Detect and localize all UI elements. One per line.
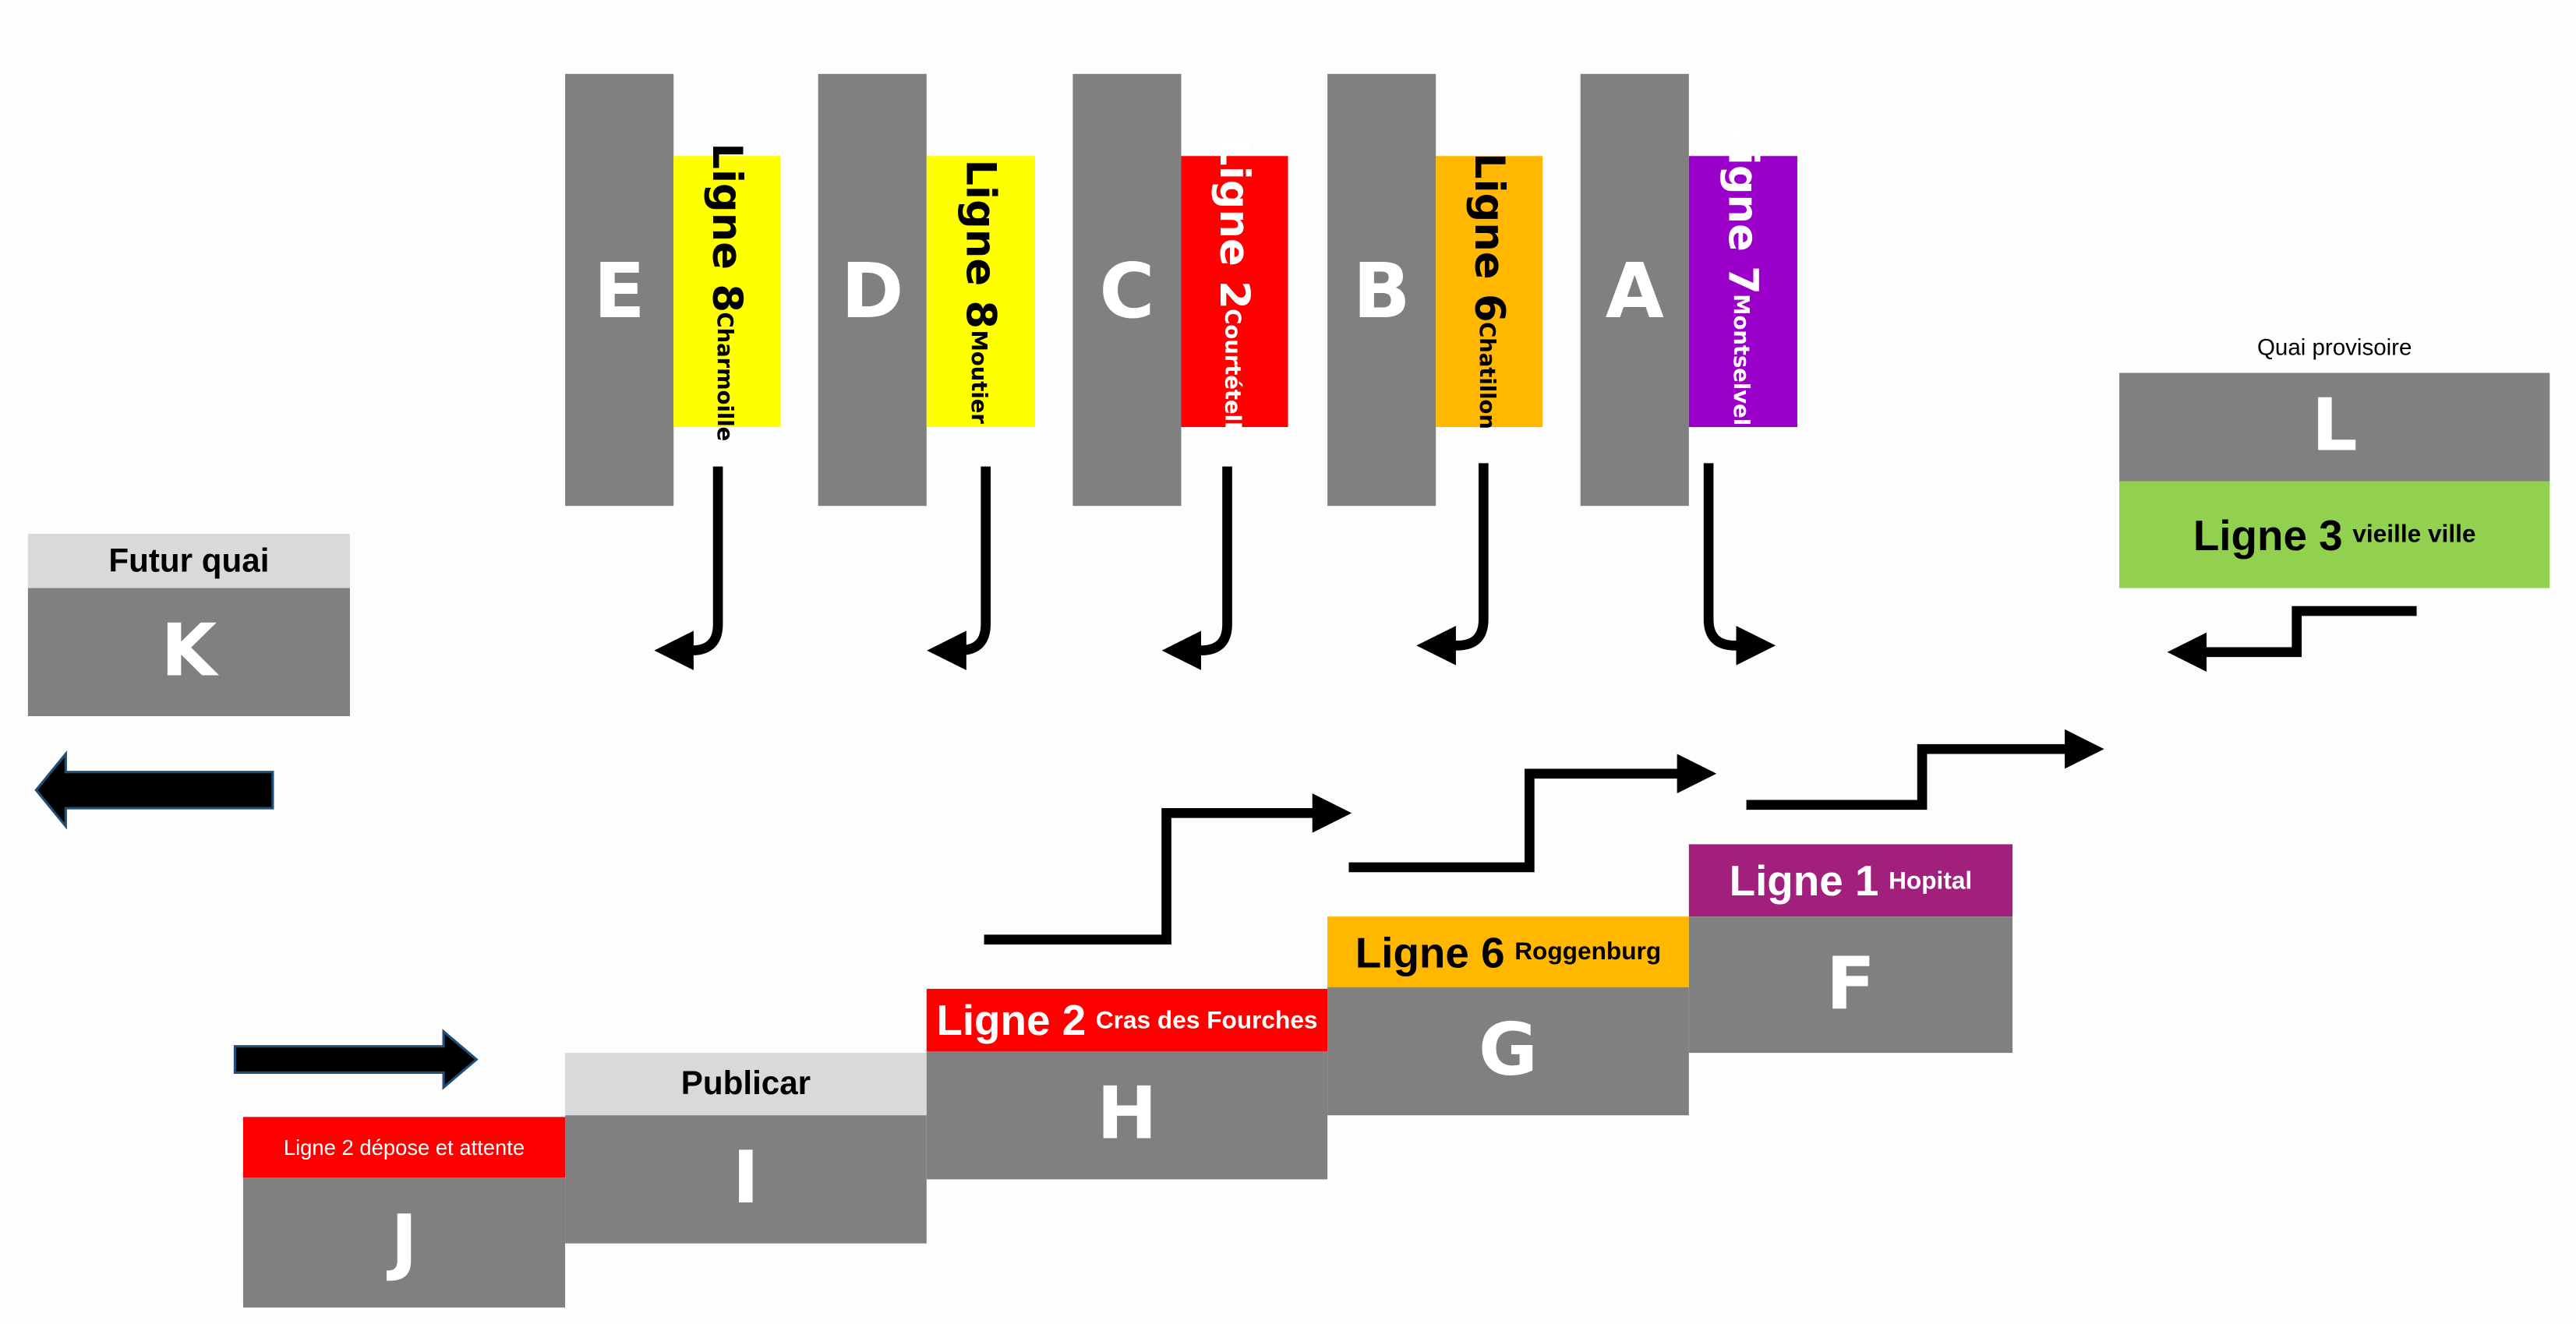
arrow-from-quai-a <box>1703 463 1776 666</box>
quai-g-line-card: Ligne 6 Roggenburg <box>1327 916 1689 987</box>
quai-a-destination: Montselvelier <box>1727 294 1752 459</box>
quai-j-letter: J <box>390 1199 418 1284</box>
quai-j-label: Ligne 2 dépose et attente <box>283 1135 525 1160</box>
quai-e-line-card: Ligne 8 Charmoille <box>673 142 781 441</box>
quai-f-letter: F <box>1825 941 1876 1026</box>
arrow-step-f <box>1746 729 2104 810</box>
quai-h-block <box>926 1050 1328 1180</box>
quai-a-letter: A <box>1605 245 1664 334</box>
quai-b-destination: Chatillon <box>1473 323 1499 430</box>
quai-h-line-name: Ligne 2 <box>936 995 1087 1045</box>
quai-f-block <box>1688 916 2013 1054</box>
quai-c-line-card: Ligne 2 Courtételle <box>1181 139 1288 443</box>
quai-f-destination: Hopital <box>1889 866 1973 895</box>
quai-k-header: Futur quai <box>27 534 350 588</box>
quai-b-letter: B <box>1352 245 1411 334</box>
quai-e-letter: E <box>593 245 645 334</box>
quai-h-line-card: Ligne 2 Cras des Fourches <box>926 988 1328 1051</box>
quai-e-destination: Charmoille <box>711 312 737 441</box>
quai-i-label: Publicar <box>680 1065 811 1103</box>
quai-g-block <box>1327 987 1689 1116</box>
quai-i-letter: I <box>732 1136 760 1221</box>
quai-h-letter: H <box>1097 1072 1157 1156</box>
arrow-step-g <box>1348 754 1717 873</box>
quai-c-destination: Courtételle <box>1218 309 1244 444</box>
quai-b-block <box>1327 73 1436 507</box>
quai-l-letter: L <box>2311 384 2358 468</box>
arrow-from-quai-e <box>654 466 723 670</box>
quai-i-line-card: Publicar <box>565 1053 927 1116</box>
quai-c-line-name: Ligne 2 <box>1210 139 1259 309</box>
quai-d-line-card: Ligne 8 Moutier <box>926 156 1035 428</box>
quai-b-line-card: Ligne 6 Chatillon <box>1436 153 1543 430</box>
arrow-from-quai-d <box>927 466 991 670</box>
quai-a-block <box>1580 73 1689 507</box>
arrow-left-to-k <box>34 750 274 830</box>
quai-h-destination: Cras des Fourches <box>1095 1006 1318 1034</box>
quai-f-line-name: Ligne 1 <box>1729 856 1879 906</box>
quai-d-destination: Moutier <box>965 329 990 424</box>
arrow-right-to-j <box>233 1029 479 1090</box>
quai-j-block <box>242 1177 566 1308</box>
quai-d-block <box>818 73 927 507</box>
quai-k-letter: K <box>161 609 217 694</box>
quai-j-line-card: Ligne 2 dépose et attente <box>242 1117 566 1178</box>
quai-l-destination: vieille ville <box>2352 521 2476 549</box>
arrow-step-l <box>2167 606 2417 673</box>
arrow-from-quai-c <box>1161 466 1232 670</box>
quai-g-destination: Roggenburg <box>1514 937 1662 966</box>
quai-e-line-name: Ligne 8 <box>703 142 751 312</box>
quai-k-block <box>27 588 350 717</box>
quai-g-letter: G <box>1478 1008 1539 1093</box>
quai-c-letter: C <box>1099 245 1155 334</box>
quai-g-line-name: Ligne 6 <box>1355 927 1505 977</box>
arrow-step-h <box>984 793 1352 944</box>
quai-f-line-card: Ligne 1 Hopital <box>1688 844 2013 917</box>
quai-a-line-card: Ligne 7 Montselvelier <box>1688 125 1797 458</box>
quai-i-block <box>565 1115 927 1244</box>
quai-l-block <box>2119 372 2550 482</box>
quai-d-line-name: Ligne 8 <box>956 160 1005 330</box>
quai-d-letter: D <box>840 245 904 334</box>
arrow-from-quai-b <box>1416 463 1489 666</box>
quai-l-line-card: Ligne 3 vieille ville <box>2119 481 2550 588</box>
quai-e-block <box>565 73 674 507</box>
quai-a-line-name: Ligne 7 <box>1719 125 1767 295</box>
quai-l-header: Quai provisoire <box>2256 333 2412 360</box>
quai-b-line-name: Ligne 6 <box>1465 153 1514 323</box>
quai-c-block <box>1072 73 1182 507</box>
quai-l-line-name: Ligne 3 <box>2193 510 2343 560</box>
